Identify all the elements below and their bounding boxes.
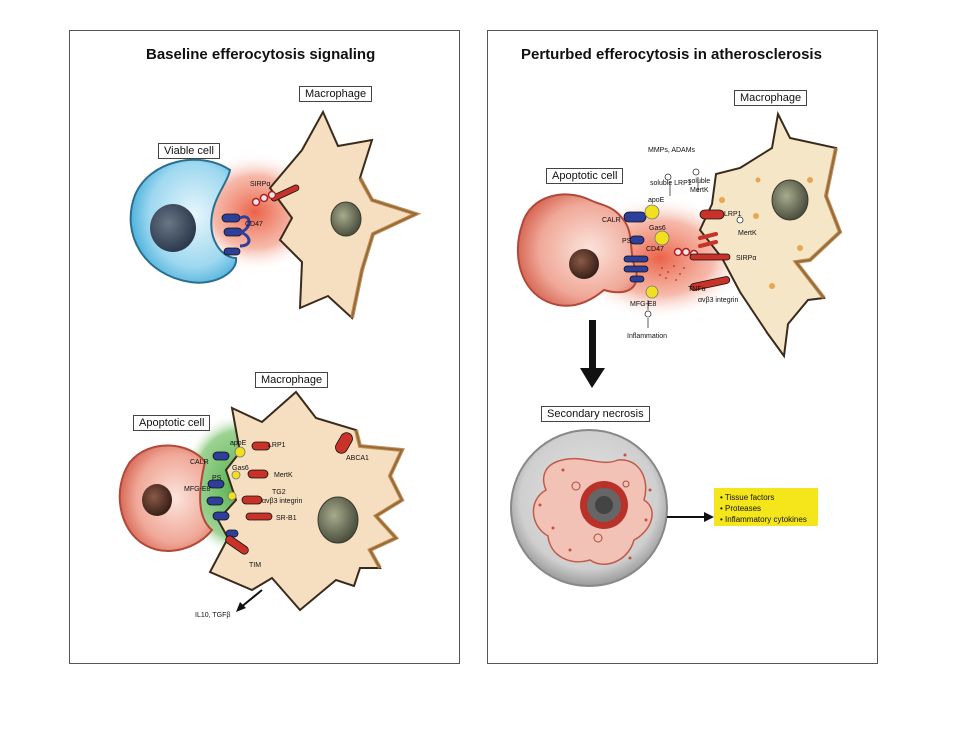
outcome-item: • Tissue factors <box>720 493 775 502</box>
macrophage-vesicles <box>719 177 813 289</box>
outcome-item: • Proteases <box>720 504 762 513</box>
label-viable-cell: Viable cell <box>158 143 220 159</box>
label-avb3-right: αvβ3 integrin <box>698 297 738 304</box>
label-ps-left: PS <box>212 475 222 482</box>
label-secondary-necrosis: Secondary necrosis <box>541 406 650 422</box>
bottom-receptors <box>206 432 353 555</box>
cd47-sirpa-receptors <box>221 184 300 256</box>
label-mfge8-right: MFG-E8 <box>630 301 657 308</box>
label-calr-left: CALR <box>190 459 209 466</box>
label-sirpa-right: SIRPα <box>736 255 756 262</box>
label-cd47-top: CD47 <box>245 221 263 228</box>
label-lrp1-right: LRP1 <box>724 211 742 218</box>
label-soluble-mertk: MertK <box>690 187 709 194</box>
label-lrp1-left: LRP1 <box>268 442 286 449</box>
outcome-item: • Inflammatory cytokines <box>720 515 807 524</box>
label-macrophage-right: Macrophage <box>734 90 808 106</box>
label-soluble: soluble <box>688 178 710 185</box>
necrosis-disc <box>510 429 668 587</box>
progression-arrow <box>589 320 596 370</box>
il10-arrow <box>239 589 263 609</box>
label-soluble-lrp1: soluble LRP1 <box>650 180 692 187</box>
label-srb1: SR-B1 <box>276 515 297 522</box>
label-gas6-right: Gas6 <box>649 225 666 232</box>
label-avb3-left: αvβ3 integrin <box>262 498 302 505</box>
label-calr-right: CALR <box>602 217 621 224</box>
label-macrophage-bottom: Macrophage <box>255 372 329 388</box>
label-tnfa: TNFα <box>688 286 706 293</box>
label-sirpa-top: SIRPα <box>250 181 270 188</box>
label-apoptotic-cell-right: Apoptotic cell <box>546 168 624 184</box>
label-mmps-adams: MMPs, ADAMs <box>648 147 696 154</box>
label-tim: TIM <box>249 562 261 569</box>
label-mertk-left: MertK <box>274 472 293 479</box>
right-panel-title: Perturbed efferocytosis in atheroscleros… <box>521 46 822 63</box>
left-panel-title: Baseline efferocytosis signaling <box>146 46 376 63</box>
label-mfge8-left: MFG-E8 <box>184 486 211 493</box>
label-abca1: ABCA1 <box>346 455 369 462</box>
viable-cell-nucleus <box>150 204 196 252</box>
label-il10-tgfb: IL10, TGFβ <box>195 612 230 619</box>
label-gas6-left: Gas6 <box>232 465 249 472</box>
apoptotic-cell-right <box>516 193 638 307</box>
label-inflammation: Inflammation <box>627 333 667 340</box>
label-ps-right: PS <box>622 238 632 245</box>
label-apoe-right: apoE <box>648 197 665 204</box>
label-apoptotic-cell-bottom: Apoptotic cell <box>133 415 211 431</box>
label-apoe-left: apoE <box>230 440 247 447</box>
label-cd47-right: CD47 <box>646 246 664 253</box>
macrophage-bottom <box>208 390 404 612</box>
label-tg2: TG2 <box>272 489 286 496</box>
outcome-box: • Tissue factors • Proteases • Inflammat… <box>714 488 818 526</box>
right-receptors <box>623 168 744 328</box>
macrophage-right <box>698 110 842 359</box>
label-mertk-right: MertK <box>738 230 757 237</box>
label-macrophage-top: Macrophage <box>299 86 373 102</box>
